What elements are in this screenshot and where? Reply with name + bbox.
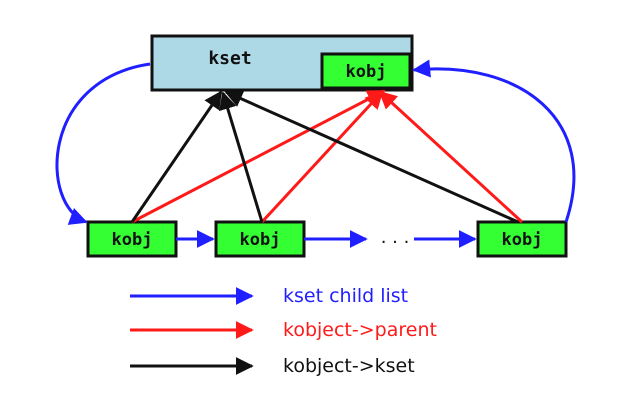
- red-arrow-child3-parent: [378, 90, 524, 224]
- kset-embedded-kobj-node: kobj: [320, 52, 412, 90]
- blue-arrow-kset-to-first-child: [55, 62, 151, 225]
- child-kobj-label-3: kobj: [502, 230, 543, 250]
- kset-label: kset: [208, 48, 251, 69]
- child-kobj-node-1: kobj: [86, 220, 178, 258]
- legend-item-child-list: kset child list: [130, 285, 408, 307]
- red-arrow-child1-parent: [131, 89, 386, 224]
- black-arrow-child2-kset: [219, 91, 264, 223]
- child-kobj-node-3: kobj: [476, 220, 568, 258]
- red-arrow-child2-parent: [260, 90, 384, 224]
- legend-item-parent: kobject->parent: [130, 319, 437, 341]
- black-arrow-child3-kset: [224, 90, 519, 224]
- legend-label-kset: kobject->kset: [283, 355, 415, 377]
- black-arrow-child1-kset: [130, 90, 223, 223]
- kset-embedded-kobj-box: [320, 52, 412, 90]
- legend-label-parent: kobject->parent: [283, 319, 437, 341]
- legend: kset child list kobject->parent kobject-…: [130, 285, 437, 377]
- blue-arrow-last-child-to-kset: [412, 59, 576, 223]
- legend-label-child-list: kset child list: [283, 285, 408, 307]
- child-kobj-label-2: kobj: [240, 230, 281, 250]
- children-ellipsis: . . .: [381, 227, 410, 248]
- kset-embedded-kobj-label: kobj: [346, 62, 387, 82]
- child-kobj-label-1: kobj: [112, 230, 153, 250]
- child-kobj-node-2: kobj: [214, 220, 306, 258]
- legend-item-kset: kobject->kset: [130, 355, 415, 377]
